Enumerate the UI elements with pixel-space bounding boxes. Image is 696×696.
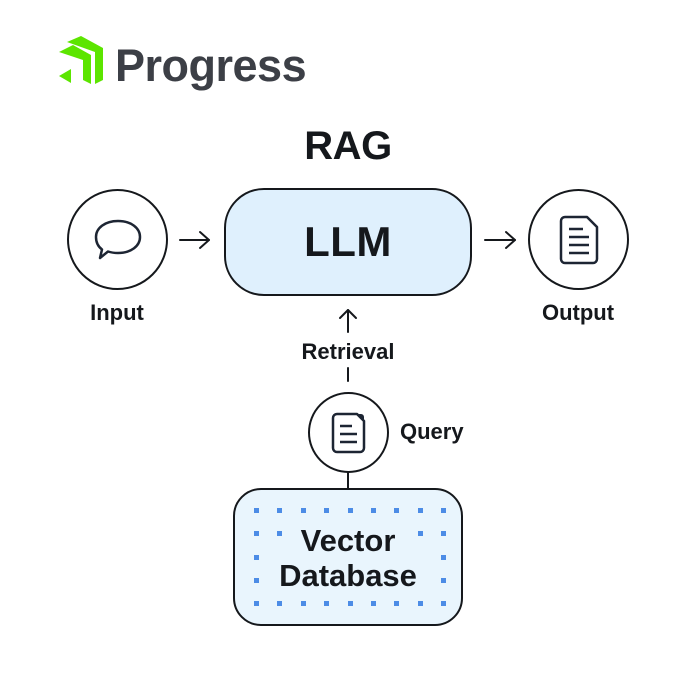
- query-node: [308, 392, 389, 473]
- vector-dot: [277, 508, 283, 513]
- vector-dot: [277, 531, 283, 537]
- vector-dot: [254, 577, 259, 583]
- vector-dot: [371, 508, 376, 513]
- vector-dot: [417, 601, 423, 607]
- vector-dot: [441, 554, 447, 560]
- vector-dot: [394, 601, 400, 607]
- arrow-retrieval-up: [339, 309, 357, 382]
- vector-dot: [347, 601, 353, 607]
- vector-dot: [324, 508, 330, 513]
- input-label: Input: [90, 300, 144, 325]
- llm-node: LLM: [224, 188, 472, 296]
- vector-dot: [441, 508, 447, 513]
- vector-dot: [371, 601, 376, 607]
- output-label: Output: [541, 300, 615, 325]
- input-node: [67, 189, 168, 290]
- retrieval-label: Retrieval: [301, 339, 395, 364]
- vector-dot: [347, 508, 353, 513]
- vector-dot: [254, 531, 259, 537]
- vector-dot: [254, 508, 259, 513]
- speech-bubble-icon: [94, 219, 141, 259]
- vector-dot: [417, 508, 423, 513]
- arrow-llm-to-output: [484, 231, 516, 249]
- progress-logo: Progress: [55, 36, 315, 96]
- vector-dot: [254, 601, 259, 607]
- document-icon: [331, 412, 365, 453]
- brand-name: Progress: [115, 40, 307, 91]
- llm-label: LLM: [304, 218, 392, 265]
- vector-dot: [441, 531, 447, 537]
- arrow-input-to-llm: [179, 231, 210, 249]
- vector-database-label: Vector Database: [235, 523, 461, 593]
- document-icon: [559, 215, 598, 264]
- vector-dot: [324, 601, 330, 607]
- vector-database-label-line2: Database: [279, 558, 417, 593]
- diagram-title: RAG: [304, 124, 392, 168]
- vector-dot: [417, 531, 423, 537]
- progress-chevron-logo-icon: [59, 36, 103, 84]
- vector-dot: [441, 601, 447, 607]
- query-label: Query: [400, 419, 464, 444]
- vector-dot: [394, 508, 400, 513]
- vector-dot: [441, 577, 447, 583]
- output-node: [528, 189, 629, 290]
- vector-dot: [254, 554, 259, 560]
- vector-dot: [300, 508, 306, 513]
- vector-dot: [277, 601, 283, 607]
- vector-dot: [300, 601, 306, 607]
- vector-database-node: Vector Database: [233, 488, 463, 626]
- vector-database-label-line1: Vector: [300, 523, 396, 558]
